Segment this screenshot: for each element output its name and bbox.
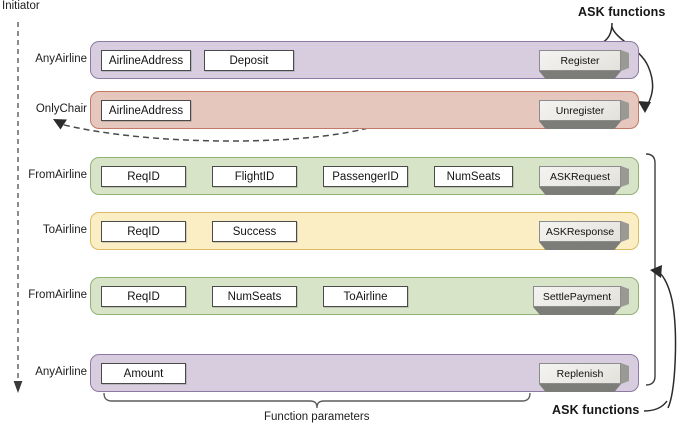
row-label-anyairline-register: AnyAirline — [35, 53, 87, 65]
function-button-askrequest[interactable]: ASKRequest — [539, 166, 629, 195]
ask-functions-bottom-arrow — [657, 271, 677, 409]
initiator-axis — [13, 22, 23, 393]
function-button-register[interactable]: Register — [539, 50, 629, 79]
param-box: AirlineAddress — [101, 100, 191, 121]
button-face: Unregister — [539, 100, 621, 121]
button-bevel-bottom — [539, 121, 621, 129]
function-label: ASKRequest — [549, 170, 611, 183]
param-box: Success — [212, 221, 297, 242]
param-box: ReqID — [101, 286, 186, 307]
button-bevel-bottom — [539, 187, 621, 195]
function-parameters-brace — [103, 392, 531, 409]
arrowhead-unregister — [638, 101, 651, 113]
button-bevel-bottom — [539, 71, 621, 79]
param-box: NumSeats — [434, 166, 513, 187]
param-box: AirlineAddress — [101, 50, 191, 71]
button-bevel-bottom — [539, 384, 621, 392]
function-label: ASKResponse — [545, 225, 615, 238]
row-label-onlychair-unregister: OnlyChair — [35, 103, 87, 115]
param-box: PassengerID — [323, 166, 408, 187]
button-face: SettlePayment — [533, 286, 621, 307]
param-box: ToAirline — [323, 286, 408, 307]
initiator-label: Initiator — [2, 0, 40, 12]
ask-functions-bottom-label: ASK functions — [552, 403, 640, 417]
row-label-fromairline-askrequest: FromAirline — [28, 169, 87, 181]
ask-functions-bottom-tail — [643, 400, 668, 412]
button-face: ASKResponse — [539, 221, 621, 242]
button-bevel-right — [621, 221, 629, 242]
button-bevel-right — [621, 100, 629, 121]
row-label-toairline-askresponse: ToAirline — [42, 224, 87, 236]
row-label-fromairline-settlepayment: FromAirline — [28, 289, 87, 301]
param-box: Amount — [101, 363, 186, 384]
arrowhead-bracket — [650, 265, 662, 278]
function-label: SettlePayment — [542, 290, 612, 303]
button-face: Replenish — [539, 363, 621, 384]
button-bevel-bottom — [539, 242, 621, 250]
param-box: FlightID — [212, 166, 297, 187]
function-parameters-label: Function parameters — [264, 411, 370, 423]
button-face: Register — [539, 50, 621, 71]
function-button-settlepayment[interactable]: SettlePayment — [533, 286, 629, 315]
ask-functions-top-label: ASK functions — [578, 5, 666, 19]
button-bevel-right — [621, 286, 629, 307]
param-box: ReqID — [101, 166, 186, 187]
button-face: ASKRequest — [539, 166, 621, 187]
function-label: Replenish — [556, 367, 604, 380]
button-bevel-right — [621, 363, 629, 384]
ask-functions-right-bracket — [645, 153, 656, 386]
button-bevel-right — [621, 166, 629, 187]
param-box: ReqID — [101, 221, 186, 242]
button-bevel-right — [621, 50, 629, 71]
button-bevel-bottom — [533, 307, 621, 315]
function-button-replenish[interactable]: Replenish — [539, 363, 629, 392]
function-button-unregister[interactable]: Unregister — [539, 100, 629, 129]
row-label-anyairline-replenish: AnyAirline — [35, 366, 87, 378]
function-label: Register — [560, 54, 600, 67]
param-box: NumSeats — [212, 286, 297, 307]
param-box: Deposit — [204, 50, 294, 71]
function-button-askresponse[interactable]: ASKResponse — [539, 221, 629, 250]
function-label: Unregister — [555, 104, 605, 117]
